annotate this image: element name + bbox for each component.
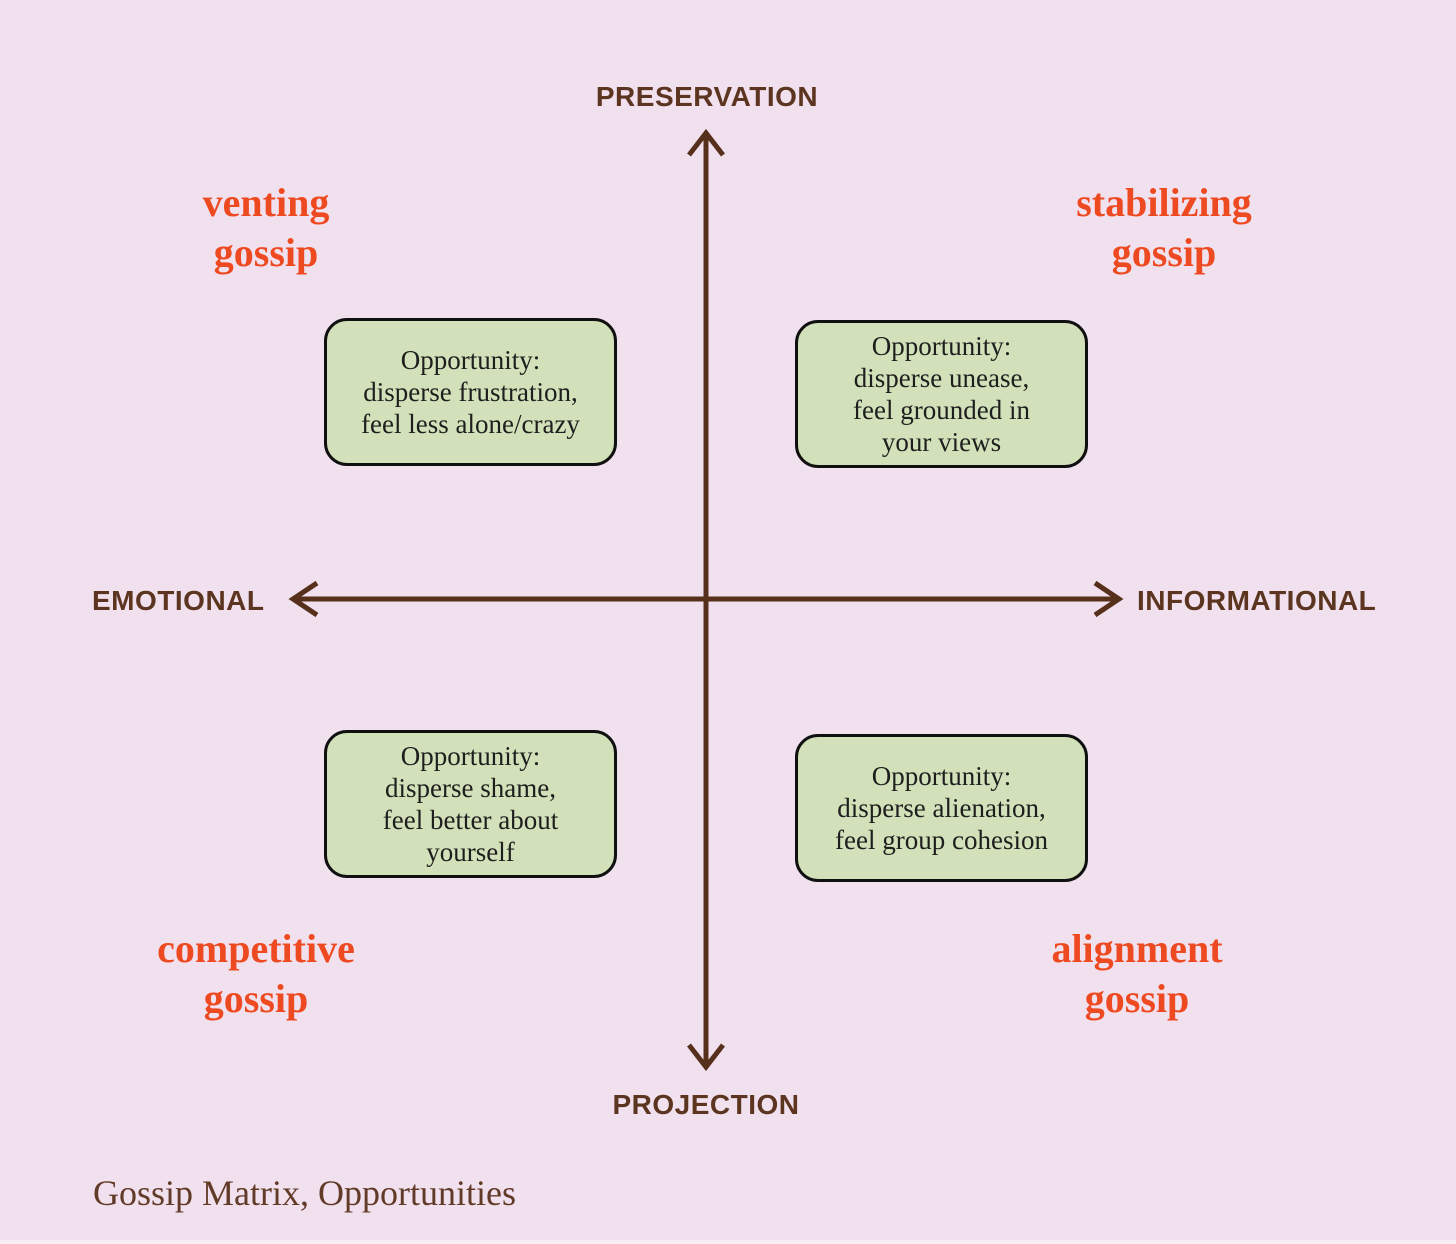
quadrant-label-stabilizing-gossip: stabilizing gossip — [1076, 180, 1252, 275]
opportunity-text-top-left: Opportunity: disperse frustration, feel … — [361, 345, 580, 439]
opportunity-box-bottom-right: Opportunity: disperse alienation, feel g… — [795, 734, 1088, 882]
down-arrow-icon — [687, 1043, 725, 1072]
opportunity-box-top-left: Opportunity: disperse frustration, feel … — [324, 318, 617, 466]
up-arrow-icon — [687, 128, 725, 157]
quadrant-label-venting-gossip: venting gossip — [202, 180, 330, 275]
quadrant-label-alignment-gossip: alignment gossip — [1051, 926, 1223, 1021]
opportunity-box-bottom-left: Opportunity: disperse shame, feel better… — [324, 730, 617, 878]
opportunity-text-bottom-left: Opportunity: disperse shame, feel better… — [382, 741, 559, 867]
left-arrow-icon — [288, 580, 319, 618]
figure-caption: Gossip Matrix, Opportunities — [93, 1173, 516, 1213]
quadrant-label-competitive-gossip: competitive gossip — [157, 926, 355, 1021]
axis-label-emotional: EMOTIONAL — [92, 585, 265, 616]
opportunity-text-top-right: Opportunity: disperse unease, feel groun… — [853, 331, 1030, 457]
opportunity-text-bottom-right: Opportunity: disperse alienation, feel g… — [835, 761, 1048, 855]
axis-label-informational: INFORMATIONAL — [1137, 585, 1377, 616]
opportunity-box-top-right: Opportunity: disperse unease, feel groun… — [795, 320, 1088, 468]
axis-label-projection: PROJECTION — [612, 1089, 800, 1120]
bottom-edge-strip — [0, 1240, 1456, 1244]
axis-label-preservation: PRESERVATION — [595, 81, 819, 112]
right-arrow-icon — [1093, 580, 1124, 618]
